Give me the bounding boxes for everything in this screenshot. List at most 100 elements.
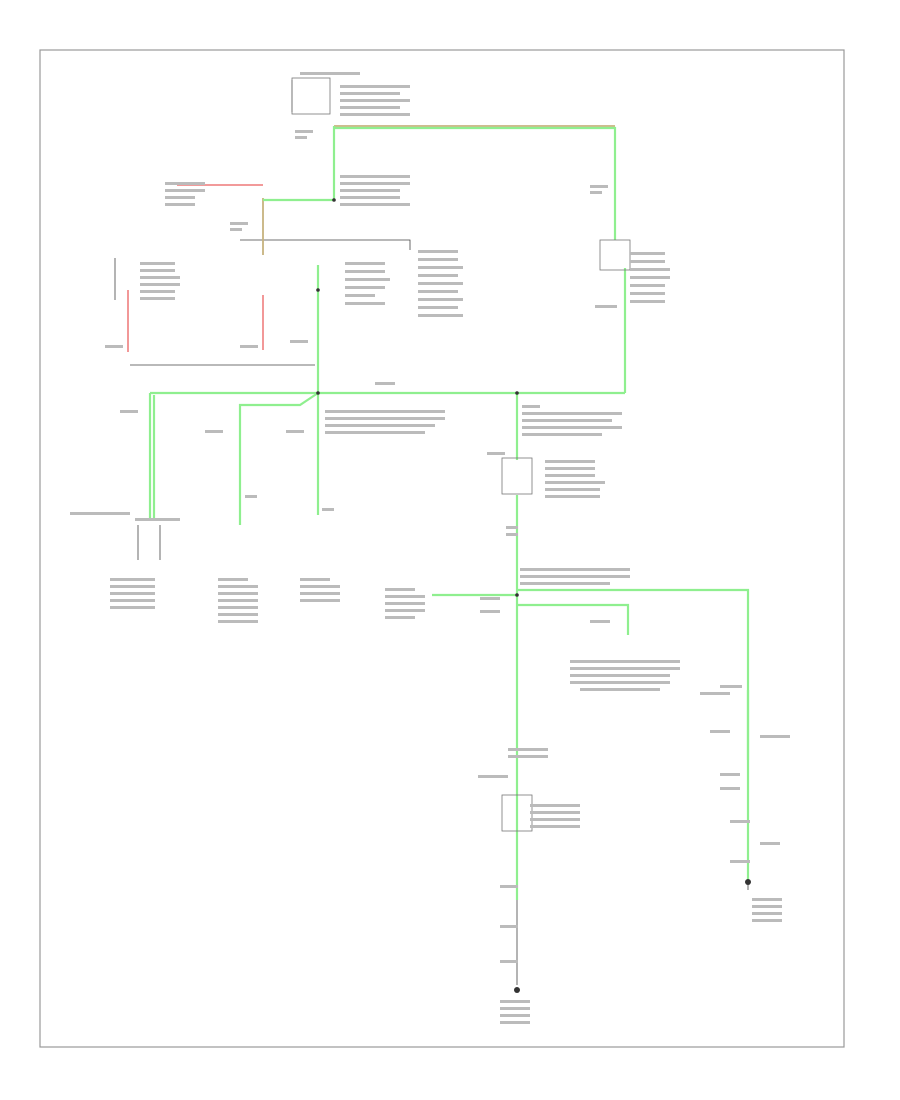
- label-block: [385, 602, 425, 605]
- label-block: [218, 585, 258, 588]
- label-block: [590, 185, 608, 188]
- label-block: [487, 452, 505, 455]
- label-block: [520, 582, 610, 585]
- label-block: [752, 919, 782, 922]
- label-block: [752, 912, 782, 915]
- label-block: [500, 960, 518, 963]
- label-block: [520, 568, 630, 571]
- label-block: [500, 1021, 530, 1024]
- splice-node: [515, 391, 519, 395]
- label-block: [295, 130, 313, 133]
- black-wires: [114, 80, 749, 985]
- label-block: [500, 925, 518, 928]
- label-block: [110, 592, 155, 595]
- label-block: [418, 282, 463, 285]
- label-block: [110, 599, 155, 602]
- label-block: [570, 660, 680, 663]
- green-wire: [334, 126, 617, 240]
- splice-node: [515, 593, 519, 597]
- label-block: [375, 382, 395, 385]
- label-block: [480, 610, 500, 613]
- label-block: [110, 606, 155, 609]
- label-block: [630, 260, 665, 263]
- label-block: [522, 412, 622, 415]
- label-block: [165, 189, 205, 192]
- label-block: [340, 92, 400, 95]
- label-block: [500, 1007, 530, 1010]
- label-block: [230, 228, 242, 231]
- splice-node: [316, 288, 320, 292]
- label-block: [240, 345, 258, 348]
- label-block: [345, 270, 385, 273]
- label-block: [545, 460, 595, 463]
- label-block: [500, 885, 518, 888]
- label-block: [418, 314, 463, 317]
- label-block: [545, 488, 600, 491]
- label-block: [340, 113, 410, 116]
- label-block: [506, 533, 518, 536]
- label-block: [340, 175, 410, 178]
- label-block: [630, 292, 665, 295]
- label-block: [340, 106, 400, 109]
- label-block: [500, 1000, 530, 1003]
- label-block: [340, 189, 400, 192]
- label-block: [140, 283, 180, 286]
- label-block: [325, 431, 425, 434]
- label-block: [140, 269, 175, 272]
- label-block: [218, 613, 258, 616]
- label-block: [730, 820, 750, 823]
- label-block: [630, 252, 665, 255]
- label-block: [570, 681, 670, 684]
- label-block: [595, 305, 617, 308]
- ground-icon: [745, 879, 751, 885]
- label-block: [508, 748, 548, 751]
- label-block: [325, 410, 445, 413]
- label-block: [218, 578, 248, 581]
- label-block: [300, 578, 330, 581]
- label-block: [300, 72, 360, 75]
- label-block: [520, 575, 630, 578]
- label-block: [530, 804, 580, 807]
- label-block: [418, 274, 458, 277]
- green-wire: [517, 603, 630, 635]
- label-block: [590, 620, 610, 623]
- label-block: [205, 430, 223, 433]
- label-block: [286, 430, 304, 433]
- label-block: [70, 512, 130, 515]
- label-block: [630, 300, 665, 303]
- label-block: [720, 787, 740, 790]
- label-block: [710, 730, 730, 733]
- label-block: [345, 302, 385, 305]
- label-block: [140, 262, 175, 265]
- label-block: [545, 481, 605, 484]
- label-block: [120, 410, 138, 413]
- black-line: [240, 239, 411, 250]
- relay-icon: [501, 457, 533, 495]
- label-block: [522, 426, 622, 429]
- label-block: [340, 203, 410, 206]
- label-block: [165, 196, 195, 199]
- relay-icon: [291, 77, 331, 115]
- label-block: [110, 578, 155, 581]
- label-block: [530, 825, 580, 828]
- label-block: [345, 294, 375, 297]
- label-block: [508, 755, 548, 758]
- label-block: [105, 345, 123, 348]
- splice-node: [332, 198, 336, 202]
- splice-nodes: [316, 198, 519, 597]
- label-block: [300, 599, 340, 602]
- label-block: [385, 595, 425, 598]
- splice-node: [316, 391, 320, 395]
- label-block: [720, 773, 740, 776]
- label-block: [418, 306, 458, 309]
- label-block: [522, 405, 540, 408]
- label-block: [630, 284, 665, 287]
- label-block: [590, 191, 602, 194]
- label-block: [218, 606, 258, 609]
- label-block: [340, 85, 410, 88]
- label-block: [218, 599, 258, 602]
- label-block: [385, 588, 415, 591]
- label-block: [418, 290, 458, 293]
- label-block: [545, 474, 595, 477]
- label-block: [506, 526, 518, 529]
